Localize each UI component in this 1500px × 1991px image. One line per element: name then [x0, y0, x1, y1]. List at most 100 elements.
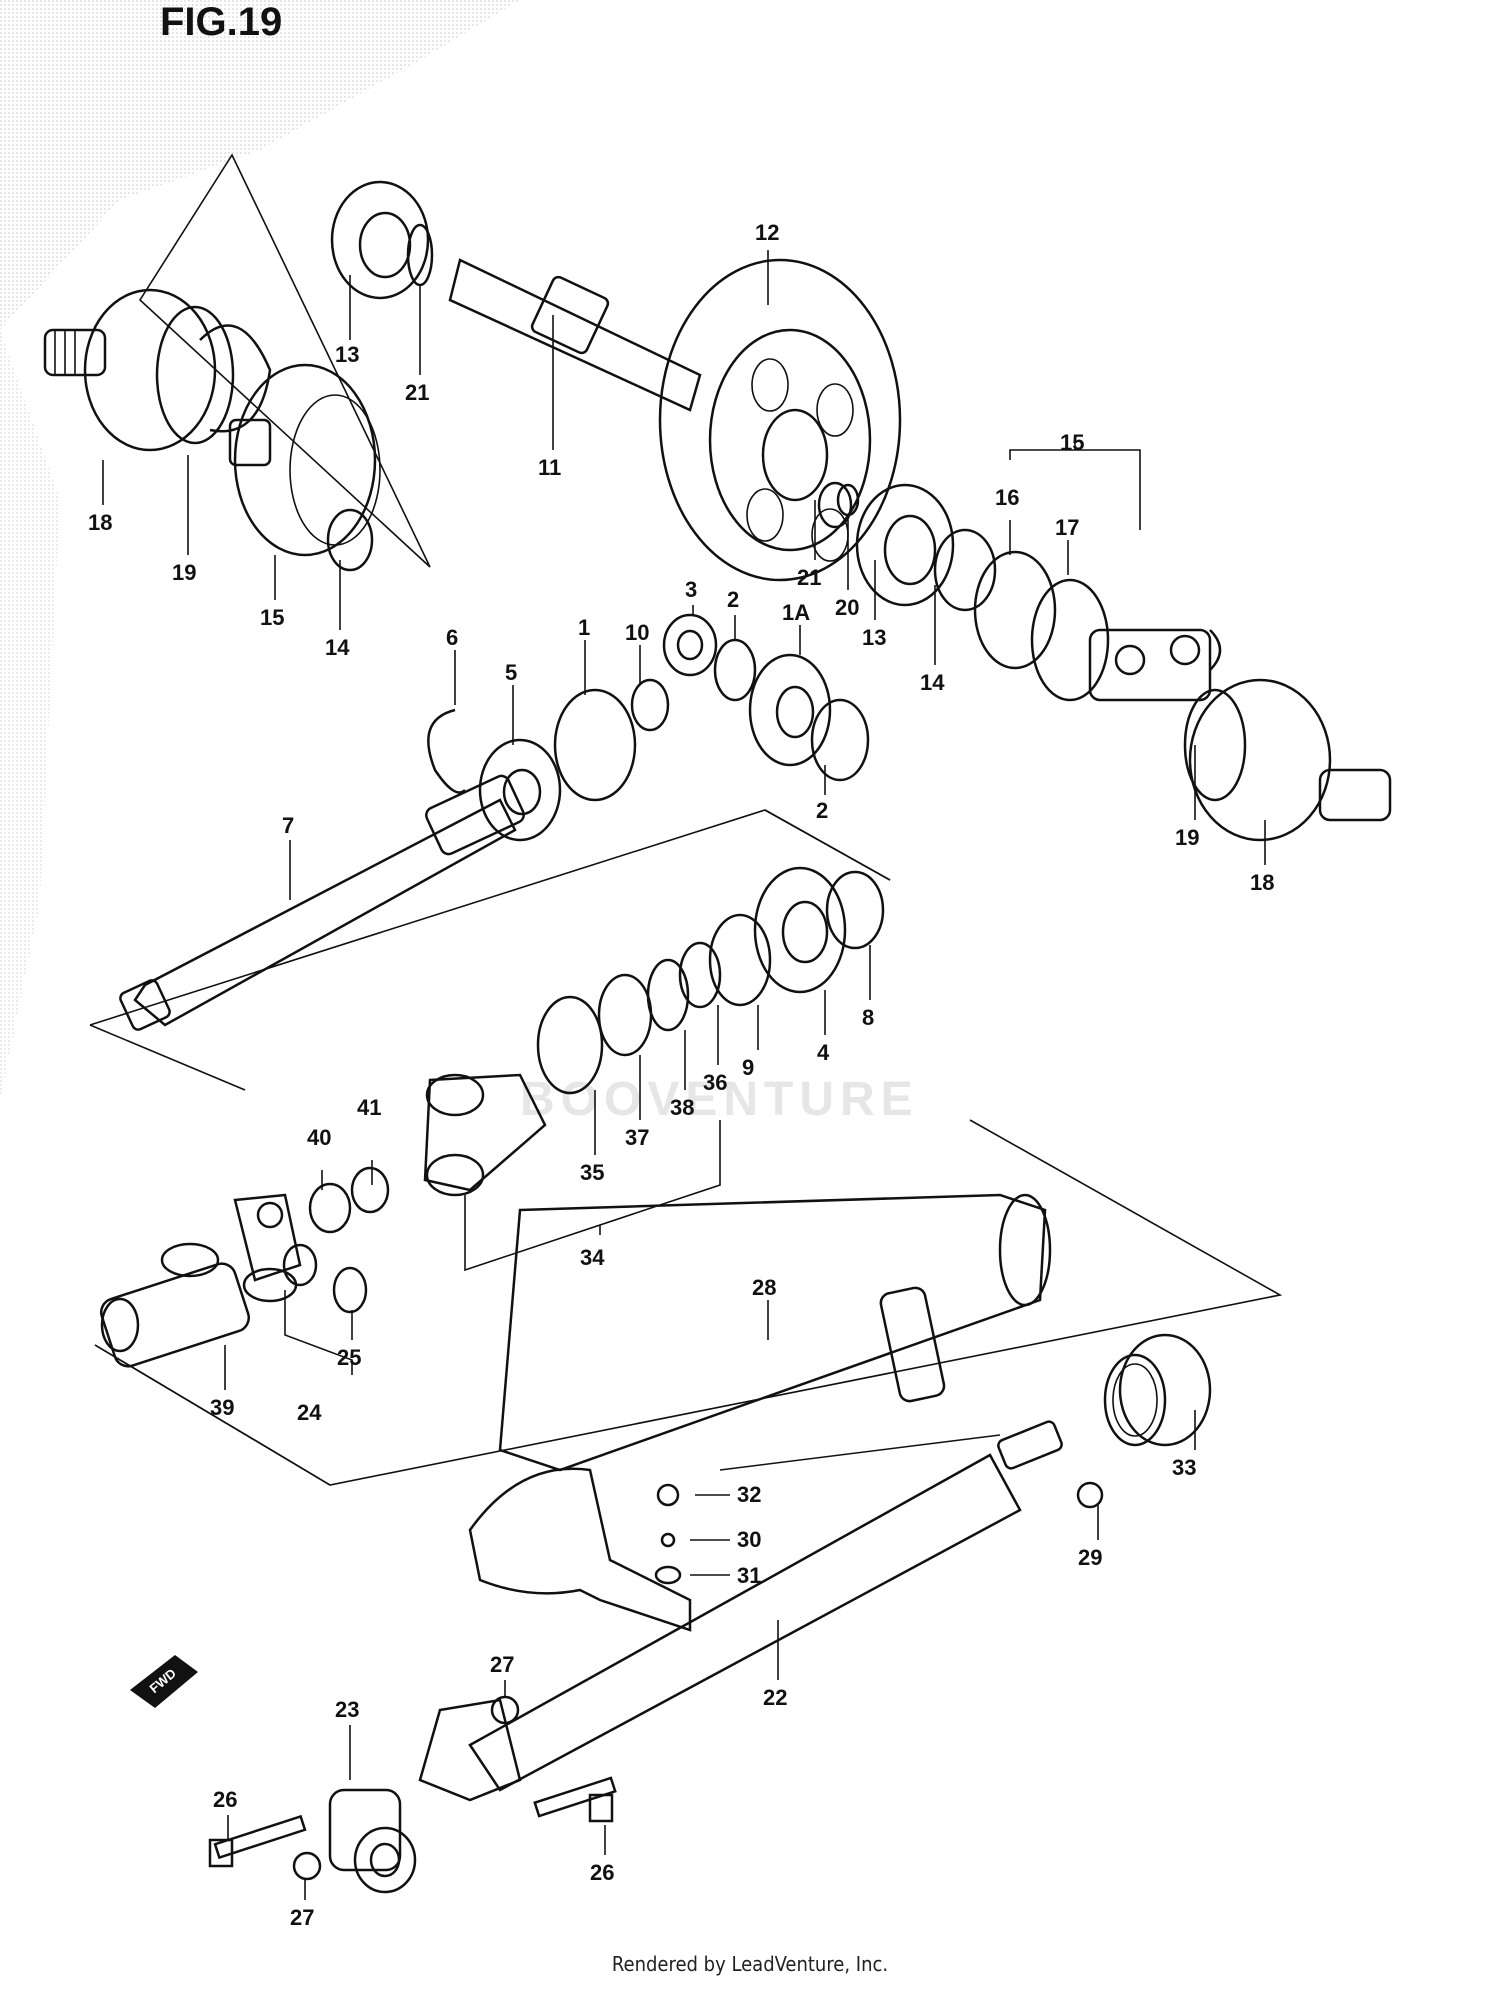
ring-39 — [646, 958, 690, 1032]
label-part-29: 28 — [752, 1275, 776, 1300]
label-part-28-bottom: 27 — [290, 1905, 314, 1930]
flange-36 — [536, 995, 604, 1095]
label-part-39: 38 — [670, 1095, 694, 1120]
label-part-22-right: 21 — [797, 565, 821, 590]
label-part-1: 1 — [578, 615, 590, 640]
label-part-41: 40 — [307, 1125, 331, 1150]
boot-17 — [973, 550, 1057, 670]
label-part-22: 21 — [405, 380, 429, 405]
label-part-30: 29 — [1078, 1545, 1102, 1570]
leader-lines — [102, 250, 1266, 1900]
label-part-15: 14 — [325, 635, 350, 660]
seal-10 — [708, 913, 772, 1007]
ring-11 — [630, 678, 670, 732]
spring-clip — [199, 324, 272, 433]
cross-25 — [233, 1193, 302, 1282]
label-part-34: 33 — [1172, 1455, 1196, 1480]
callout-triangle — [138, 153, 431, 568]
ring-9 — [825, 870, 885, 950]
label-part-28-top: 27 — [490, 1652, 514, 1677]
flange-coupling — [208, 1695, 617, 1894]
label-part-32: 31 — [737, 1563, 761, 1588]
bearing-5 — [753, 866, 847, 994]
label-part-17: 16 — [995, 485, 1019, 510]
boot-body — [233, 363, 377, 557]
joint-assembly-right — [855, 440, 1392, 842]
bolt-27-left — [213, 1814, 307, 1860]
label-part-37: 36 — [703, 1070, 727, 1095]
label-part-3: 2 — [727, 587, 739, 612]
label-part-12: 11 — [538, 455, 561, 480]
label-part-19: 18 — [88, 510, 112, 535]
gear-1 — [553, 688, 637, 802]
washer-42 — [350, 1166, 390, 1214]
label-part-14: 13 — [335, 342, 359, 367]
label-part-27-right: 26 — [590, 1860, 614, 1885]
nut-41 — [308, 1182, 352, 1234]
label-part-10: 9 — [742, 1055, 754, 1080]
label-part-35: 34 — [580, 1245, 605, 1270]
washer-38 — [597, 973, 653, 1057]
label-part-26: 25 — [337, 1345, 361, 1370]
u-joint-yoke — [1088, 628, 1212, 702]
drive-pinion-shaft — [119, 678, 670, 1031]
mount-bracket — [468, 1467, 692, 1632]
nut-4 — [662, 613, 718, 677]
housing-cup — [83, 288, 217, 452]
label-part-19-right: 18 — [1250, 870, 1274, 895]
label-part-11: 10 — [625, 620, 649, 645]
washer-3 — [713, 638, 757, 702]
label-part-1A: 1A — [782, 600, 810, 625]
boot-18 — [1030, 578, 1110, 702]
label-part-18: 17 — [1055, 515, 1079, 540]
bolt-27-right — [533, 1776, 617, 1818]
snap-ring-7 — [427, 708, 466, 794]
label-part-40: 39 — [210, 1395, 234, 1420]
output-shaft-assembly — [330, 180, 702, 412]
halftone-background — [0, 0, 520, 330]
figure-title: FIG.19 — [160, 0, 282, 44]
label-part-6: 5 — [505, 660, 517, 685]
bearing-stack — [536, 866, 885, 1095]
shaft-12 — [448, 258, 702, 412]
label-part-15-right: 14 — [920, 670, 945, 695]
watermark: BOOVENTURE — [520, 1073, 919, 1126]
bearing-upper — [330, 180, 430, 300]
label-part-20: 19 — [172, 560, 196, 585]
label-part-4: 3 — [685, 577, 697, 602]
label-part-33: 32 — [737, 1482, 761, 1507]
nut-28-bottom — [292, 1851, 322, 1881]
label-part-24: 23 — [335, 1697, 359, 1722]
label-part-8: 7 — [282, 813, 294, 838]
fwd-direction-icon: FWD — [130, 1655, 198, 1708]
label-part-5: 4 — [817, 1040, 830, 1065]
ring-upper — [406, 223, 434, 287]
part-labels: 12 13 21 11 18 19 15 14 15 16 17 21 20 1… — [88, 220, 1274, 1930]
group-outline-lower — [94, 1119, 1283, 1486]
label-part-7: 6 — [446, 625, 458, 650]
yoke-40 — [100, 1262, 250, 1368]
label-part-20-right: 19 — [1175, 825, 1199, 850]
pinion-group — [662, 613, 870, 782]
label-part-38: 37 — [625, 1125, 649, 1150]
halftone-background-left — [0, 330, 60, 1100]
yoke-35 — [423, 1073, 721, 1272]
rubber-boot — [1103, 1333, 1212, 1447]
ring-37 — [678, 941, 722, 1009]
cover-tube — [498, 1193, 1052, 1472]
label-part-14-right: 13 — [862, 625, 886, 650]
label-part-31: 30 — [737, 1527, 761, 1552]
drive-shaft-23 — [468, 1420, 1104, 1792]
label-part-2: 2 — [816, 798, 828, 823]
bearing-6 — [478, 738, 562, 842]
label-part-27-left: 26 — [213, 1787, 237, 1812]
label-part-16: 15 — [260, 605, 284, 630]
label-part-42: 41 — [357, 1095, 381, 1120]
shim-2 — [810, 698, 870, 782]
joint-assembly-left — [43, 153, 431, 572]
label-part-25: 24 — [297, 1400, 322, 1425]
group-outline-shaft — [89, 809, 891, 1026]
threaded-stub-right — [1318, 768, 1392, 822]
